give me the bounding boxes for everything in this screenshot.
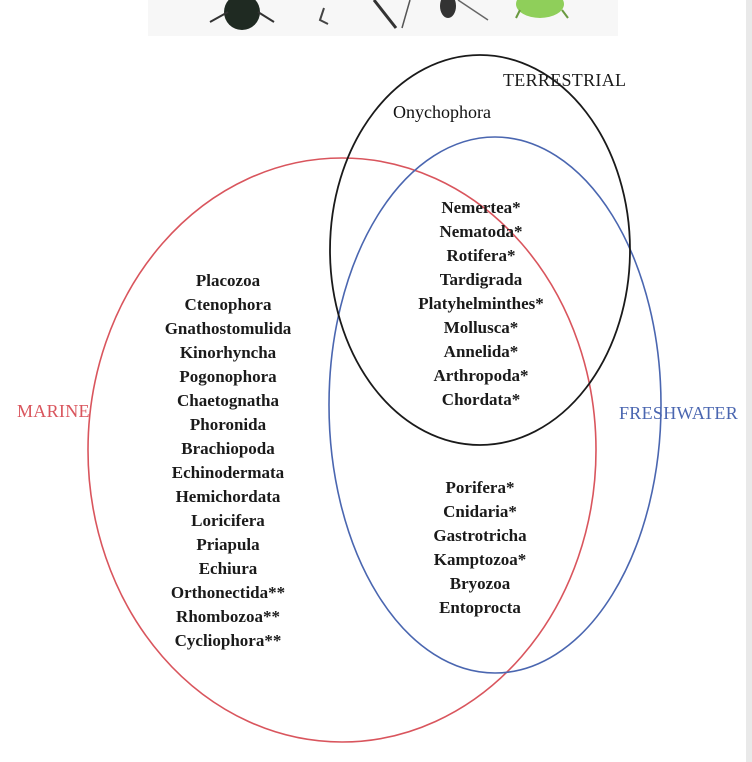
list-item: Cycliophora**	[148, 629, 308, 653]
list-item: Pogonophora	[148, 365, 308, 389]
list-item: Phoronida	[148, 413, 308, 437]
list-item: Mollusca*	[396, 316, 566, 340]
list-item: Gnathostomulida	[148, 317, 308, 341]
marine-freshwater-list: Porifera* Cnidaria* Gastrotricha Kamptoz…	[405, 476, 555, 620]
list-item: Tardigrada	[396, 268, 566, 292]
list-item: Priapula	[148, 533, 308, 557]
list-item: Nematoda*	[396, 220, 566, 244]
list-item: Loricifera	[148, 509, 308, 533]
list-item: Rotifera*	[396, 244, 566, 268]
list-item: Chaetognatha	[148, 389, 308, 413]
list-item: Brachiopoda	[148, 437, 308, 461]
list-item: Echinodermata	[148, 461, 308, 485]
list-item: Nemertea*	[396, 196, 566, 220]
list-item: Entoprocta	[405, 596, 555, 620]
all-three-habitats-list: Nemertea* Nematoda* Rotifera* Tardigrada…	[396, 196, 566, 412]
list-item: Orthonectida**	[148, 581, 308, 605]
list-item: Echiura	[148, 557, 308, 581]
marine-label: MARINE	[17, 401, 90, 422]
list-item: Kinorhyncha	[148, 341, 308, 365]
list-item: Chordata*	[396, 388, 566, 412]
list-item: Ctenophora	[148, 293, 308, 317]
list-item: Gastrotricha	[405, 524, 555, 548]
list-item: Placozoa	[148, 269, 308, 293]
list-item: Hemichordata	[148, 485, 308, 509]
freshwater-label: FRESHWATER	[619, 403, 738, 424]
list-item: Annelida*	[396, 340, 566, 364]
list-item: Cnidaria*	[405, 500, 555, 524]
marine-only-list: Placozoa Ctenophora Gnathostomulida Kino…	[148, 269, 308, 653]
list-item: Rhombozoa**	[148, 605, 308, 629]
vertical-scrollbar[interactable]	[746, 0, 752, 762]
list-item: Kamptozoa*	[405, 548, 555, 572]
list-item: Arthropoda*	[396, 364, 566, 388]
list-item: Porifera*	[405, 476, 555, 500]
terrestrial-only-taxon: Onychophora	[393, 102, 491, 123]
list-item: Bryozoa	[405, 572, 555, 596]
terrestrial-label: TERRESTRIAL	[503, 70, 626, 91]
list-item: Platyhelminthes*	[396, 292, 566, 316]
